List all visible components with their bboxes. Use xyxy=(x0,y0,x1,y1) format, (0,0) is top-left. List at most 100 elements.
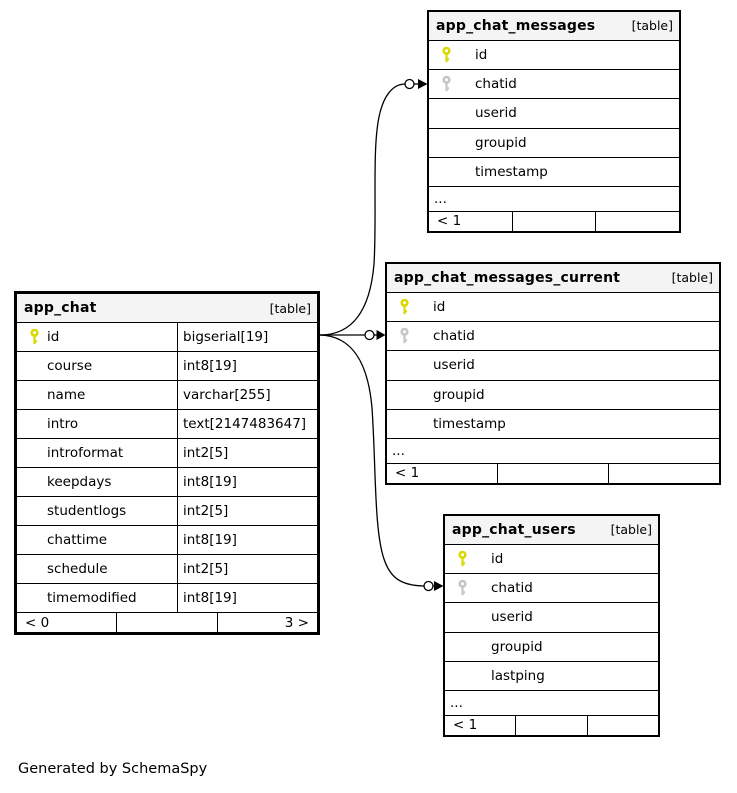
column-row: timemodified int8[19] xyxy=(17,584,317,613)
table-type-tag: [table] xyxy=(269,300,311,316)
column-name-cell: course xyxy=(17,352,178,380)
column-name-cell: timestamp xyxy=(429,158,679,186)
column-name: studentlogs xyxy=(47,503,127,519)
column-row: chatid xyxy=(387,322,719,352)
column-name: userid xyxy=(491,609,533,626)
column-name: groupid xyxy=(491,638,543,655)
column-name-cell: userid xyxy=(387,351,719,379)
column-row: timestamp xyxy=(429,158,679,188)
cardinality-circle xyxy=(423,580,434,592)
column-name-cell: chatid xyxy=(429,70,679,98)
column-name-cell: groupid xyxy=(445,633,658,661)
footer-cell-left: < 1 xyxy=(437,213,462,230)
column-name-cell: id xyxy=(387,293,719,321)
column-row: lastping xyxy=(445,662,658,692)
column-name-cell: timemodified xyxy=(17,584,178,612)
column-name: course xyxy=(47,358,93,374)
column-name-cell: groupid xyxy=(387,381,719,409)
column-name-cell: name xyxy=(17,381,178,409)
column-row: id xyxy=(429,41,679,70)
footer-cell-middle xyxy=(515,715,586,735)
table-type-tag: [table] xyxy=(610,522,652,538)
cardinality-circle xyxy=(404,78,415,90)
footer-cell-middle xyxy=(497,463,608,483)
column-name-cell: schedule xyxy=(17,555,178,583)
column-name: schedule xyxy=(47,561,108,577)
more-columns-ellipsis: ... xyxy=(387,439,719,464)
cardinality-circle xyxy=(364,329,375,341)
column-row: groupid xyxy=(387,381,719,411)
column-name: name xyxy=(47,387,86,403)
table-type-tag: [table] xyxy=(631,18,673,34)
column-type: int2[5] xyxy=(183,445,229,461)
column-row: chatid xyxy=(445,574,658,604)
column-name: groupid xyxy=(475,134,527,151)
column-row: userid xyxy=(429,99,679,129)
column-name: intro xyxy=(47,416,79,432)
column-row: intro text[2147483647] xyxy=(17,410,317,439)
column-name: userid xyxy=(433,357,475,374)
primary-key-icon xyxy=(442,46,451,62)
column-name-cell: studentlogs xyxy=(17,497,178,525)
column-name: groupid xyxy=(433,386,485,403)
column-name: keepdays xyxy=(47,474,112,490)
column-type: int8[19] xyxy=(183,590,237,606)
column-name-cell: groupid xyxy=(429,129,679,157)
table-app_chat_messages_current: app_chat_messages_current [table] id chatid… xyxy=(385,262,721,485)
column-row: groupid xyxy=(429,129,679,159)
column-row: timestamp xyxy=(387,410,719,440)
column-name-cell: introformat xyxy=(17,439,178,467)
column-name: timestamp xyxy=(475,164,548,181)
footer-cell-right xyxy=(608,463,719,483)
column-row: chatid xyxy=(429,70,679,100)
table-title[interactable]: app_chat_messages xyxy=(436,17,596,34)
footer-cell-left: < 1 xyxy=(395,465,420,482)
footer-cell-middle xyxy=(116,613,216,632)
column-row: studentlogs int2[5] xyxy=(17,497,317,526)
column-name-cell: lastping xyxy=(445,662,658,690)
foreign-key-icon xyxy=(442,75,451,92)
column-row: id xyxy=(387,293,719,322)
column-name: id xyxy=(475,46,488,63)
column-row: id xyxy=(445,545,658,574)
footer-cell-left: < 1 xyxy=(453,717,478,734)
column-type: int8[19] xyxy=(183,358,237,374)
footer-cell-right: 3 > xyxy=(216,613,317,632)
column-row: groupid xyxy=(445,633,658,663)
footer-cell-right xyxy=(586,715,658,735)
relationship-count-footer: < 1 xyxy=(429,211,679,231)
generated-by-note: Generated by SchemaSpy xyxy=(18,761,208,777)
column-name-cell: id xyxy=(445,545,658,573)
column-row: keepdays int8[19] xyxy=(17,468,317,497)
table-title[interactable]: app_chat_users xyxy=(452,521,576,538)
relationship-count-footer: < 1 xyxy=(445,715,658,735)
column-type: int8[19] xyxy=(183,474,237,490)
column-type: int2[5] xyxy=(183,503,229,519)
table-type-tag: [table] xyxy=(671,270,713,286)
relationship-count-footer: < 1 xyxy=(387,463,719,483)
table-title[interactable]: app_chat_messages_current xyxy=(394,269,621,286)
column-name: chatid xyxy=(433,328,475,345)
column-type: text[2147483647] xyxy=(183,416,307,432)
column-name-cell: chattime xyxy=(17,526,178,554)
column-name: chattime xyxy=(47,532,108,548)
column-type: varchar[255] xyxy=(183,387,271,403)
column-row: course int8[19] xyxy=(17,352,317,381)
table-title[interactable]: app_chat xyxy=(24,300,97,316)
column-name: lastping xyxy=(491,668,545,685)
column-name: userid xyxy=(475,105,517,122)
more-columns-ellipsis: ... xyxy=(445,691,658,716)
table-app_chat_users: app_chat_users [table] id chatid userid group… xyxy=(443,514,660,737)
footer-cell-left: < 0 xyxy=(25,614,50,631)
foreign-key-icon xyxy=(458,579,467,596)
column-row: introformat int2[5] xyxy=(17,439,317,468)
footer-cell-right xyxy=(595,211,679,231)
column-name-cell: intro xyxy=(17,410,178,438)
column-name: id xyxy=(433,298,446,315)
column-type: bigserial[19] xyxy=(183,329,269,345)
column-name: id xyxy=(491,550,504,567)
